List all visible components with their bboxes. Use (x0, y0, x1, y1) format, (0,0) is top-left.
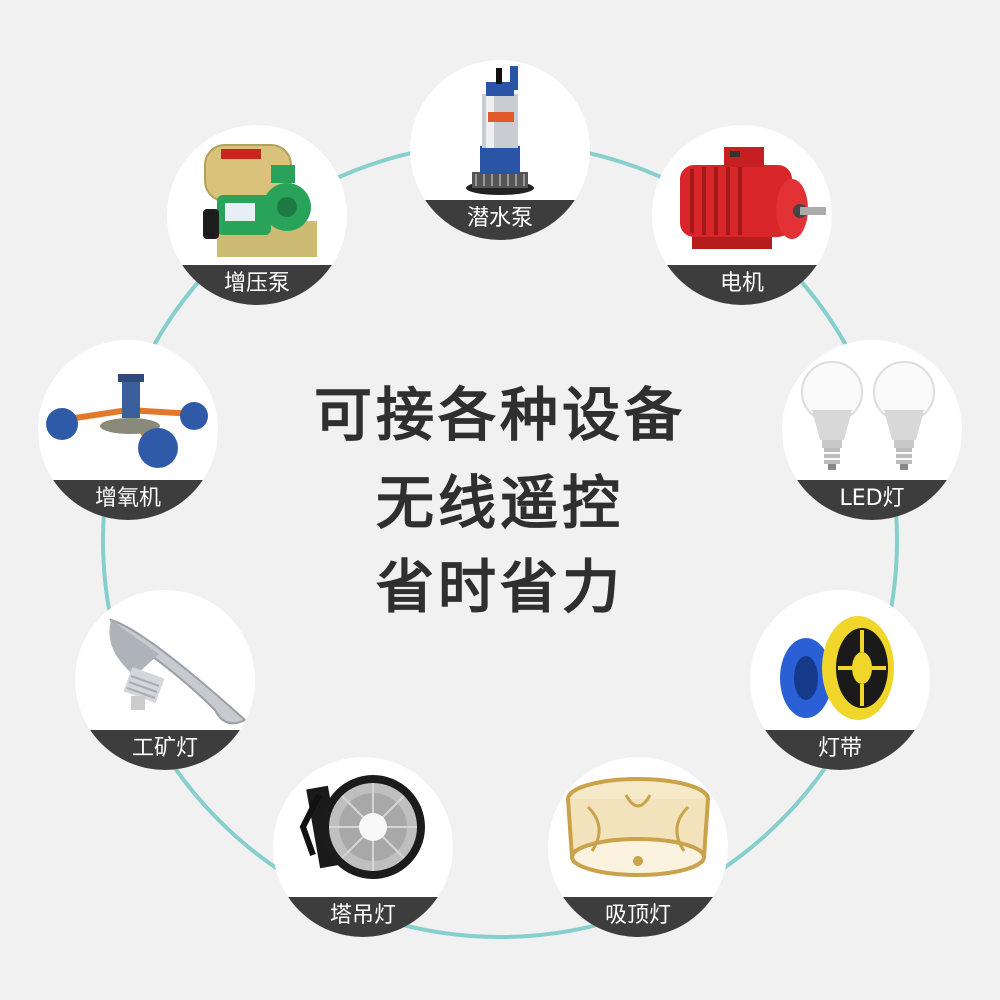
device-label: 潜水泵 (410, 200, 590, 240)
submersible-pump-icon (466, 66, 534, 195)
device-mining-light[interactable]: 工矿灯 (75, 590, 255, 770)
electric-motor-icon (680, 147, 826, 249)
device-label: 吸顶灯 (548, 897, 728, 937)
light-strip-icon (780, 616, 894, 720)
booster-pump-icon (203, 144, 317, 257)
device-label: 电机 (652, 265, 832, 305)
device-ceiling-light[interactable]: 吸顶灯 (548, 757, 728, 937)
device-booster-pump[interactable]: 增压泵 (167, 125, 347, 305)
device-submersible-pump[interactable]: 潜水泵 (410, 60, 590, 240)
device-label: 工矿灯 (75, 730, 255, 770)
aerator-icon (46, 374, 208, 468)
tower-crane-light-icon (299, 775, 425, 879)
device-led-bulb[interactable]: LED灯 (782, 340, 962, 520)
device-aerator[interactable]: 增氧机 (38, 340, 218, 520)
device-label: 增氧机 (38, 480, 218, 520)
device-light-strip[interactable]: 灯带 (750, 590, 930, 770)
device-motor[interactable]: 电机 (652, 125, 832, 305)
mining-light-icon (109, 618, 247, 725)
headline-line-2: 无线遥控 (375, 469, 624, 537)
ceiling-light-icon (566, 777, 710, 877)
device-label: LED灯 (782, 480, 962, 520)
headline-line-3: 省时省力 (375, 553, 624, 621)
device-tower-light[interactable]: 塔吊灯 (273, 757, 453, 937)
headline-line-1: 可接各种设备 (313, 381, 686, 449)
device-label: 增压泵 (167, 265, 347, 305)
device-label: 灯带 (750, 730, 930, 770)
device-label: 塔吊灯 (273, 897, 453, 937)
led-bulb-icon (801, 361, 935, 470)
